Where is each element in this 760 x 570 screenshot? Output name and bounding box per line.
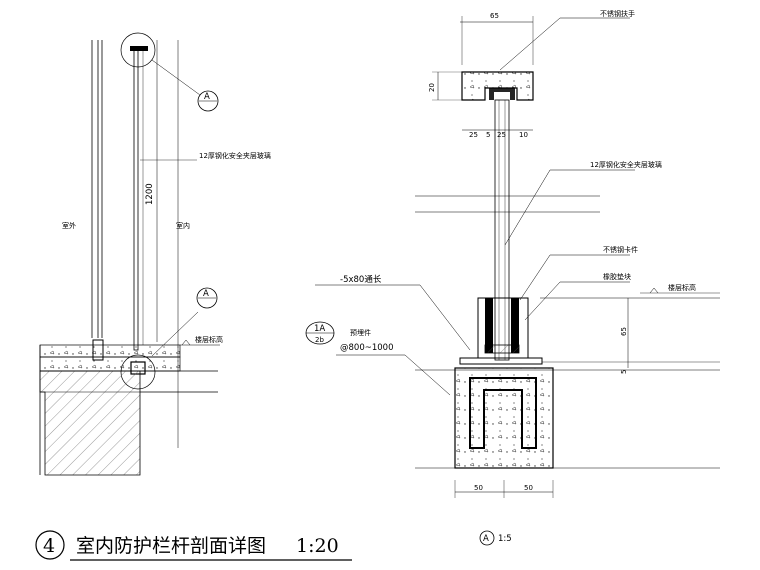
dim-20: 20 [428, 83, 436, 92]
rubber-label: 橡胶垫块 [603, 272, 631, 281]
right-floor-label: 楼层标高 [668, 283, 696, 292]
handrail [461, 71, 534, 101]
callout-1a: 1A [314, 324, 325, 334]
dim-25a: 25 [469, 131, 478, 139]
left-callout-top: A [204, 92, 210, 102]
main-title-number: 4 [43, 535, 55, 557]
outside-label: 室外 [62, 221, 76, 230]
structure-beam [39, 370, 141, 476]
inside-label: 室内 [176, 221, 190, 230]
base-dim-left: 50 [474, 484, 483, 492]
flat-steel-label: -5x80通长 [340, 274, 382, 285]
left-height-dim: 1200 [145, 183, 155, 205]
left-floor-label: 楼层标高 [195, 335, 223, 344]
dim-5: 5 [486, 131, 490, 139]
main-title-block: 4 室内防护栏杆剖面详图 1:20 [35, 530, 352, 561]
dim-25b: 25 [497, 131, 506, 139]
main-title-scale: 1:20 [296, 535, 339, 557]
detail-title-scale: 1:5 [498, 534, 512, 544]
main-title: 室内防护栏杆剖面详图 [76, 535, 266, 557]
right-dim-5: 5 [620, 370, 628, 374]
right-section-detail: 65 不锈钢扶手 20 25 5 25 10 12厚钢化安全夹层玻璃 不锈钢 [305, 9, 720, 498]
left-glass-label: 12厚钢化安全夹层玻璃 [199, 151, 271, 160]
callout-2b: 2b [315, 336, 324, 344]
right-glass-panel [494, 99, 510, 361]
left-callout-bottom: A [203, 289, 209, 299]
embed-spacing: @800~1000 [340, 343, 393, 353]
top-dim-65: 65 [490, 12, 499, 20]
clip-label: 不锈钢卡件 [603, 245, 638, 254]
embed-label: 预埋件 [350, 328, 371, 337]
detail-title-label: A [483, 534, 489, 544]
glass-panel [133, 49, 139, 351]
dim-10: 10 [519, 131, 528, 139]
left-section-detail: A A 12厚钢化安全夹层玻璃 1200 室外 室内 楼层标高 [39, 32, 271, 476]
handrail-label: 不锈钢扶手 [600, 9, 635, 18]
base-dim-right: 50 [524, 484, 533, 492]
right-dim-65: 65 [620, 327, 628, 336]
detail-title-block: A 1:5 [479, 530, 512, 546]
right-glass-label: 12厚钢化安全夹层玻璃 [590, 160, 662, 169]
